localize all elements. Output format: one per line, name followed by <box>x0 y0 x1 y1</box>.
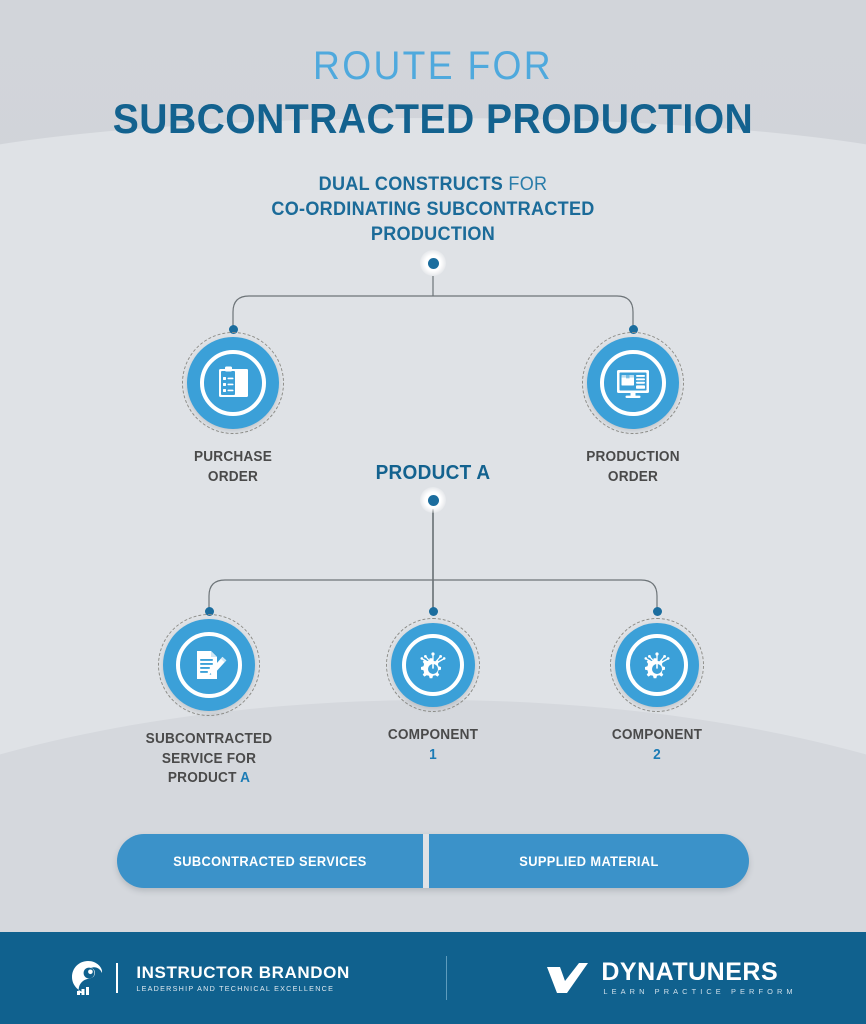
hub-node-product-a <box>420 487 446 513</box>
legend-item-subcontracted-services[interactable]: SUBCONTRACTED SERVICES <box>173 853 367 869</box>
tip-dot-component-2 <box>652 607 662 616</box>
label-line: COMPONENT <box>387 727 479 743</box>
brand-divider-rule <box>116 963 119 993</box>
monitor-package-icon-glyph <box>617 370 649 398</box>
gear-circuit-icon <box>391 623 475 707</box>
node-subcontracted-service[interactable]: SUBCONTRACTED SERVICE FOR PRODUCT A <box>139 614 279 789</box>
component-1-circle <box>386 618 480 712</box>
brand-name: INSTRUCTOR BRANDON <box>136 962 350 982</box>
node-label-production-order: PRODUCTION ORDER <box>567 448 699 487</box>
component-2-circle <box>610 618 704 712</box>
label-accent: A <box>240 770 251 787</box>
node-component-1[interactable]: COMPONENT 1 <box>373 618 493 765</box>
clipboard-document-icon <box>187 337 279 429</box>
node-label-component-2: COMPONENT 2 <box>601 726 714 765</box>
label-line: PRODUCT A <box>143 769 275 789</box>
node-production-order[interactable]: PRODUCTION ORDER <box>563 332 703 487</box>
label-line: SUBCONTRACTED <box>145 731 273 747</box>
footer-separator <box>445 956 448 1000</box>
label-accent: 2 <box>653 746 661 763</box>
production-order-circle <box>582 332 684 434</box>
label-line: ORDER <box>607 468 659 485</box>
brand-tagline: LEADERSHIP AND TECHNICAL EXCELLENCE <box>136 983 335 993</box>
gear-circuit-icon <box>615 623 699 707</box>
page-title-line2: SUBCONTRACTED PRODUCTION <box>112 95 754 142</box>
legend-divider <box>423 834 429 888</box>
subcontracted-service-circle <box>158 614 260 716</box>
node-label-purchase-order: PURCHASE ORDER <box>167 448 299 487</box>
node-purchase-order[interactable]: PURCHASE ORDER <box>163 332 303 487</box>
dashed-ring <box>582 332 684 434</box>
gear-circuit-icon-glyph <box>420 652 446 679</box>
dashed-ring <box>182 332 284 434</box>
subtitle-line-2: CO-ORDINATING SUBCONTRACTED <box>271 199 595 221</box>
instructor-brandon-logo-icon <box>72 961 103 995</box>
subtitle-strong-text: DUAL CONSTRUCTS <box>318 174 504 195</box>
brand-text-block: INSTRUCTOR BRANDON LEADERSHIP AND TECHNI… <box>136 962 350 993</box>
tip-dot-component-1 <box>428 607 438 616</box>
header: ROUTE FOR SUBCONTRACTED PRODUCTION <box>0 0 866 143</box>
label-text: PRODUCT <box>167 770 241 787</box>
brand-dynatuners[interactable]: DYNATUNERS LEARN PRACTICE PERFORM <box>543 957 796 999</box>
partner-name: DYNATUNERS <box>601 958 779 987</box>
brand-instructor-brandon[interactable]: INSTRUCTOR BRANDON LEADERSHIP AND TECHNI… <box>69 958 350 998</box>
document-pencil-icon-glyph <box>197 651 227 679</box>
clipboard-document-icon-glyph <box>219 366 248 397</box>
legend-bar: SUBCONTRACTED SERVICES SUPPLIED MATERIAL <box>117 834 749 888</box>
dynatuners-check-logo-icon <box>547 963 589 993</box>
legend-item-supplied-material[interactable]: SUPPLIED MATERIAL <box>519 853 659 869</box>
dashed-ring <box>158 614 260 716</box>
document-pencil-icon <box>163 619 255 711</box>
label-accent: 1 <box>429 746 437 763</box>
footer-content: INSTRUCTOR BRANDON LEADERSHIP AND TECHNI… <box>0 956 866 1000</box>
dashed-ring <box>610 618 704 712</box>
branch-title-product-a: PRODUCT A <box>375 462 491 484</box>
subtitle-light-text: FOR <box>503 174 548 195</box>
label-line: ORDER <box>207 468 259 485</box>
hub-node-top <box>420 250 446 276</box>
dashed-ring <box>386 618 480 712</box>
subtitle-line-1: DUAL CONSTRUCTS FOR <box>22 172 845 197</box>
node-label-component-1: COMPONENT 1 <box>377 726 490 765</box>
label-line: COMPONENT <box>611 727 703 743</box>
purchase-order-circle <box>182 332 284 434</box>
footer: INSTRUCTOR BRANDON LEADERSHIP AND TECHNI… <box>0 932 866 1024</box>
dynatuners-text-block: DYNATUNERS LEARN PRACTICE PERFORM <box>601 958 797 997</box>
subtitle-line-3: PRODUCTION <box>370 224 496 246</box>
label-line: SERVICE FOR <box>161 750 257 767</box>
label-line: PURCHASE <box>193 449 272 465</box>
node-component-2[interactable]: COMPONENT 2 <box>597 618 717 765</box>
partner-tagline: LEARN PRACTICE PERFORM <box>603 987 797 997</box>
subtitle: DUAL CONSTRUCTS FOR CO-ORDINATING SUBCON… <box>22 172 845 247</box>
node-label-subcontracted-service: SUBCONTRACTED SERVICE FOR PRODUCT A <box>143 730 275 789</box>
page-title-line1: ROUTE FOR <box>313 44 553 88</box>
monitor-package-icon <box>587 337 679 429</box>
gear-circuit-icon-glyph <box>644 652 670 679</box>
label-line: PRODUCTION <box>586 449 680 465</box>
